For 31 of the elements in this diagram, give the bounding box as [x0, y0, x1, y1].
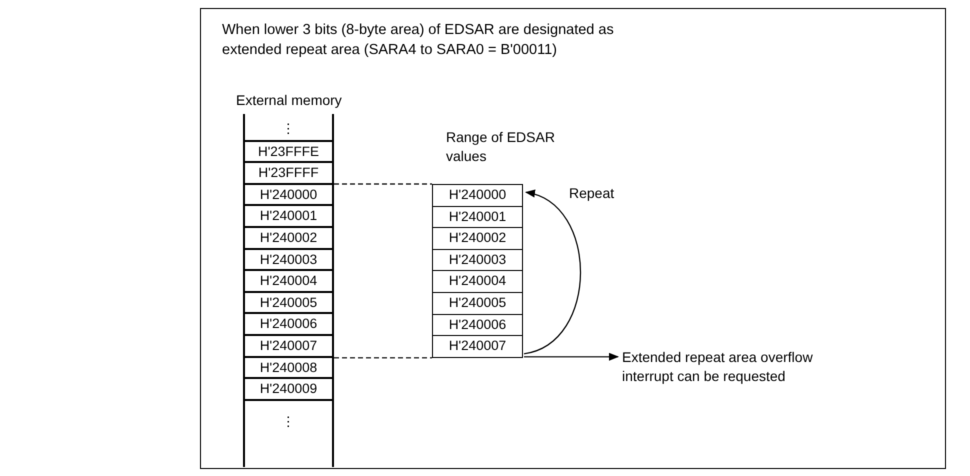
column-heading: Range of EDSAR values — [446, 128, 556, 166]
value-cell: H'240002 — [432, 227, 523, 250]
dashed-line — [334, 183, 432, 185]
value-cell: H'240004 — [432, 270, 523, 293]
address-label: H'240002 — [260, 230, 318, 245]
address-label: H'240004 — [260, 273, 318, 288]
value-cell: H'240007 — [432, 335, 523, 358]
column-heading: External memory — [236, 92, 342, 108]
ellipsis-mark: ⋮ — [282, 414, 296, 429]
edge-label: Repeat — [569, 185, 614, 201]
diagram-title: When lower 3 bits (8-byte area) of EDSAR are designated as extended repeat area (SARA4 to SARA0 = B'00011) — [222, 21, 615, 60]
note-text: Extended repeat area overflow interrupt can be requested — [622, 348, 852, 386]
address-label: H'240007 — [260, 338, 318, 353]
address-label: H'240005 — [260, 294, 318, 310]
value-cell: H'240005 — [432, 292, 523, 315]
value-cell: H'240006 — [432, 314, 523, 336]
value-cell: H'240000 — [432, 184, 523, 207]
ellipsis-mark: ⋮ — [282, 121, 296, 136]
address-label: H'240000 — [260, 186, 318, 202]
value-cell: H'240003 — [432, 248, 523, 272]
address-label: H'240003 — [260, 252, 318, 267]
address-label: H'240008 — [260, 360, 318, 375]
address-label: H'23FFFE — [258, 144, 320, 159]
address-label: H'23FFFF — [258, 165, 319, 180]
dashed-line — [334, 357, 432, 358]
value-cell: H'240001 — [432, 206, 523, 228]
address-label: H'240009 — [260, 381, 318, 396]
address-label: H'240001 — [260, 208, 318, 224]
curved-arrow — [524, 191, 582, 354]
address-label: H'240006 — [260, 316, 318, 332]
arrow — [524, 352, 619, 361]
